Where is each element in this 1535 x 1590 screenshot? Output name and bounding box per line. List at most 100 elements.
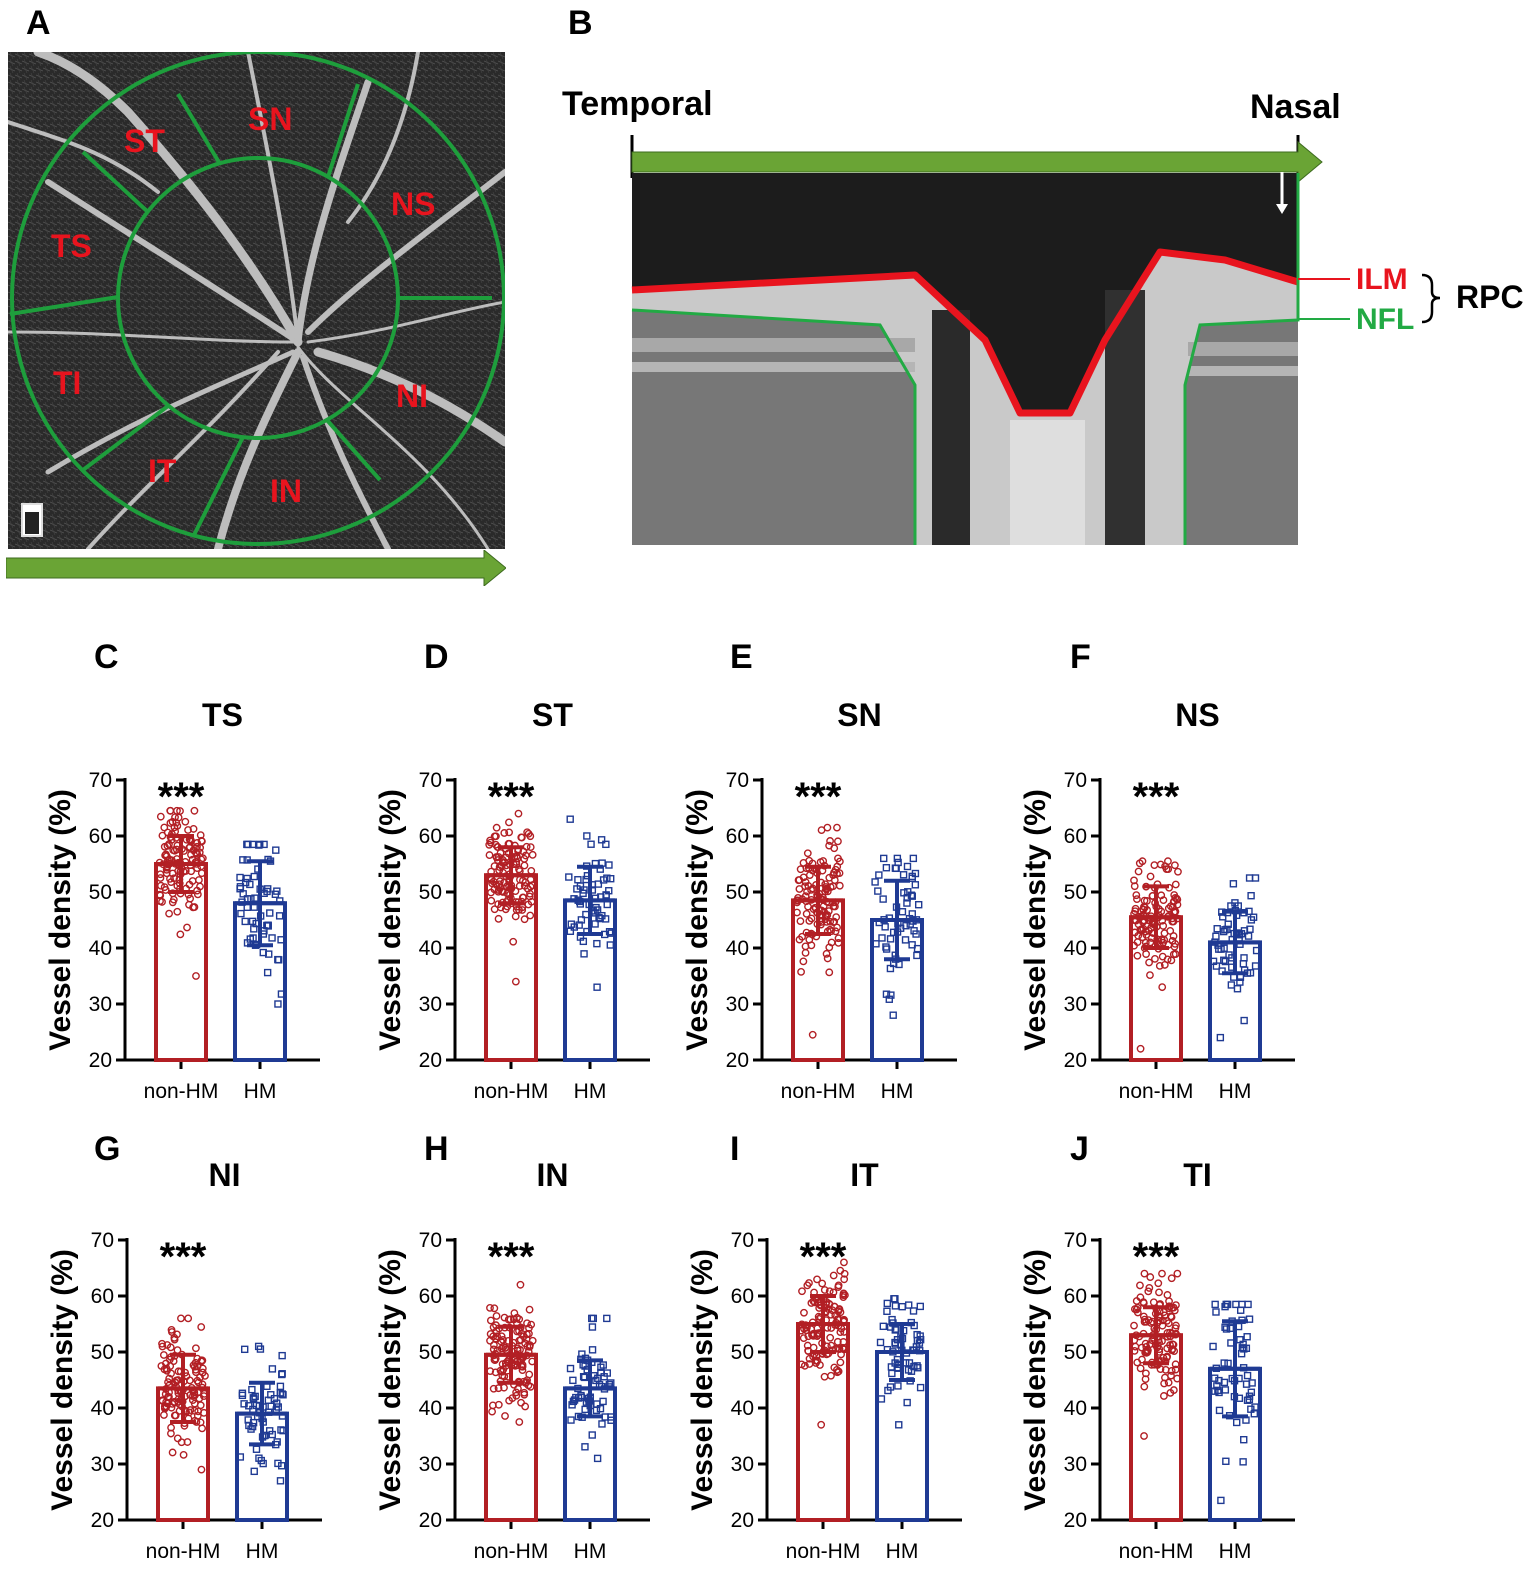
sector-label-ns: NS <box>391 186 435 222</box>
data-point <box>1141 1339 1150 1348</box>
data-point <box>1238 1300 1246 1309</box>
data-point <box>795 935 804 944</box>
data-point <box>579 889 587 898</box>
y-tick-label: 20 <box>726 1049 749 1072</box>
data-point <box>185 1408 194 1417</box>
data-point <box>197 1323 206 1331</box>
data-point <box>826 837 834 845</box>
data-point <box>1155 1288 1163 1297</box>
x-tick-label: non-HM <box>144 1080 219 1103</box>
data-point <box>833 862 842 871</box>
data-point <box>279 1426 287 1435</box>
scale-icon <box>21 503 43 537</box>
data-point <box>817 1420 826 1429</box>
data-point <box>890 1295 898 1303</box>
data-point <box>520 881 529 890</box>
data-point <box>189 825 198 833</box>
y-tick-label: 50 <box>419 881 442 904</box>
data-point <box>1173 1269 1182 1278</box>
data-point <box>1233 985 1242 993</box>
data-point <box>797 1360 806 1369</box>
data-point <box>592 1376 600 1385</box>
y-tick-label: 60 <box>419 825 442 848</box>
data-point <box>1227 981 1236 989</box>
data-point <box>834 934 843 943</box>
data-point <box>523 1319 531 1328</box>
x-tick-label: HM <box>574 1080 607 1103</box>
data-point <box>603 1314 611 1323</box>
significance-marker: *** <box>158 775 205 819</box>
data-point <box>916 1383 925 1392</box>
data-point <box>250 925 258 933</box>
data-point <box>1169 1386 1178 1394</box>
data-point <box>184 1314 193 1323</box>
y-tick-label: 60 <box>1064 825 1087 848</box>
data-point <box>268 1365 277 1373</box>
data-point <box>1240 1435 1248 1444</box>
data-point <box>1220 1359 1228 1367</box>
y-tick-label: 70 <box>1064 769 1087 792</box>
data-point <box>169 1357 178 1365</box>
data-point <box>598 1420 606 1428</box>
sector-label-st: ST <box>124 123 165 159</box>
data-point <box>160 1404 169 1413</box>
data-point <box>880 854 888 863</box>
data-point <box>889 1011 897 1019</box>
data-point <box>1174 867 1182 876</box>
data-point <box>165 909 173 918</box>
data-point <box>187 867 196 876</box>
data-point <box>266 909 274 917</box>
data-point <box>528 1357 537 1366</box>
data-point <box>166 1343 175 1352</box>
data-point <box>807 941 816 950</box>
data-point <box>497 1344 506 1353</box>
data-point <box>827 927 835 936</box>
chart-title: TS <box>202 697 243 733</box>
data-point <box>277 1426 285 1434</box>
data-point <box>1225 951 1233 959</box>
data-point <box>492 823 501 832</box>
chart-title: TI <box>1183 1157 1211 1193</box>
data-point <box>189 903 197 912</box>
data-point <box>167 1429 175 1438</box>
sector-label-ni: NI <box>396 378 428 414</box>
data-point <box>577 1391 585 1400</box>
data-point <box>801 948 810 957</box>
data-point <box>526 843 535 852</box>
y-tick-label: 40 <box>419 1397 442 1420</box>
data-point <box>1240 954 1248 962</box>
data-point <box>805 856 814 865</box>
panel-letter-f: F <box>1070 638 1091 676</box>
data-point <box>830 844 839 853</box>
data-point <box>528 850 537 859</box>
data-point <box>840 1275 849 1284</box>
y-tick-label: 50 <box>419 1341 442 1364</box>
y-axis-label: Vessel density (%) <box>374 789 407 1051</box>
y-tick-label: 70 <box>419 769 442 792</box>
data-point <box>1158 1269 1166 1278</box>
data-point <box>512 1388 521 1397</box>
y-tick-label: 50 <box>726 881 749 904</box>
y-tick-label: 20 <box>89 1049 112 1072</box>
y-tick-label: 70 <box>91 1229 114 1252</box>
data-point <box>158 1397 167 1405</box>
data-point <box>805 1279 813 1287</box>
data-point <box>1221 1323 1229 1331</box>
data-point <box>1133 1308 1142 1317</box>
data-point <box>588 1346 597 1354</box>
data-point <box>893 854 902 863</box>
data-point <box>819 857 828 865</box>
data-point <box>884 1386 892 1395</box>
data-point <box>834 837 842 846</box>
data-point <box>839 1289 848 1298</box>
data-point <box>1232 1418 1241 1427</box>
data-point <box>490 905 499 914</box>
data-point <box>1157 907 1166 916</box>
data-point <box>887 991 895 999</box>
data-point <box>1173 1374 1182 1383</box>
data-point <box>1145 958 1153 967</box>
data-point <box>236 1453 245 1461</box>
data-point <box>577 916 586 924</box>
data-point <box>505 1396 514 1405</box>
data-point <box>607 1416 615 1424</box>
